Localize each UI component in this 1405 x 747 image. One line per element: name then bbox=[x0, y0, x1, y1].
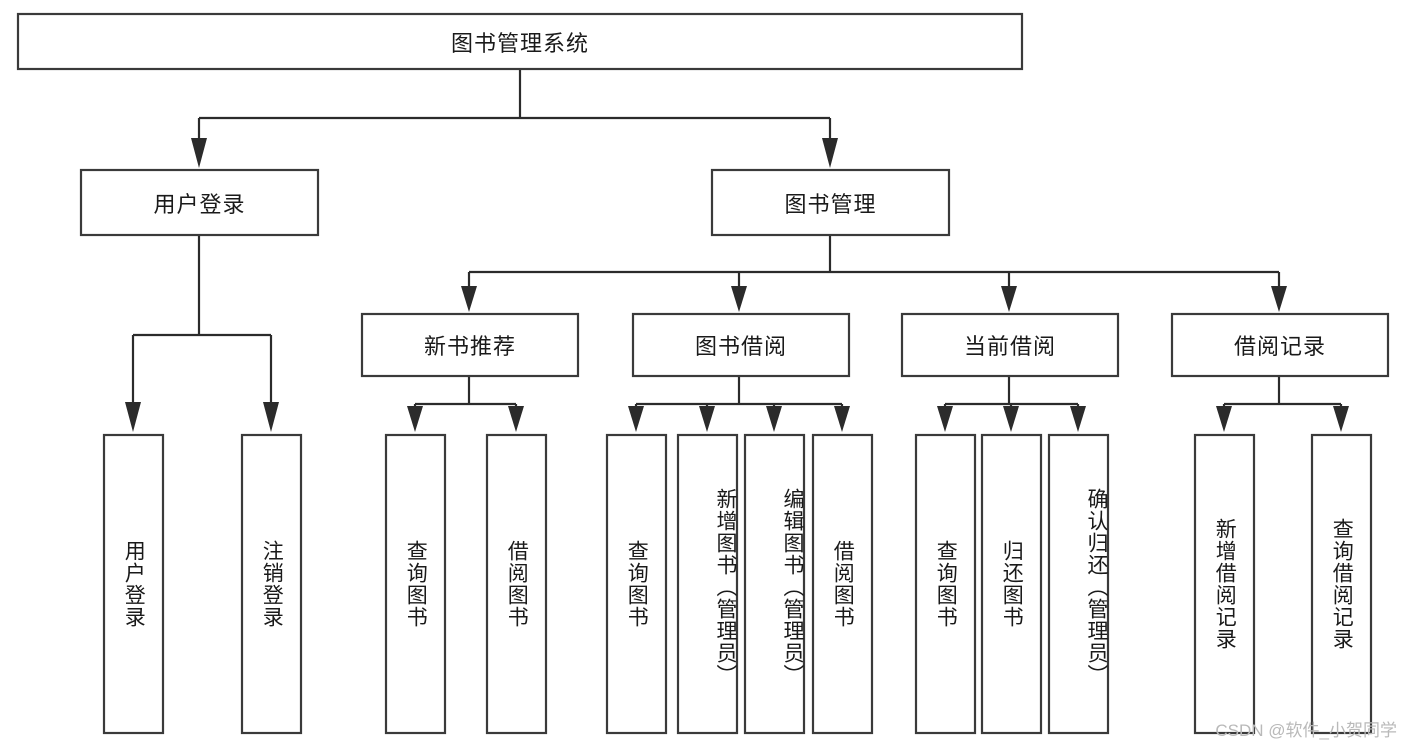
node-leaf-add-record-box[interactable] bbox=[1193, 433, 1256, 735]
node-new-book-rec-box[interactable] bbox=[360, 312, 580, 378]
arrow-userlogin-child-2 bbox=[263, 402, 279, 432]
node-leaf-borrow-book-1-box[interactable] bbox=[485, 433, 548, 735]
arrow-userlogin-child-1 bbox=[125, 402, 141, 432]
connector-group-book-borrow bbox=[628, 376, 850, 432]
node-user-login-box[interactable] bbox=[79, 168, 320, 237]
node-leaf-query-record-box[interactable] bbox=[1310, 433, 1373, 735]
arrow-borrowrecord-child-2 bbox=[1333, 406, 1349, 432]
node-leaf-logout-box[interactable] bbox=[240, 433, 303, 735]
arrow-bookborrow-child-2 bbox=[699, 406, 715, 432]
arrow-currentborrow-child-3 bbox=[1070, 406, 1086, 432]
connector-group-current-borrow bbox=[937, 376, 1086, 432]
arrow-bookmanage-child-3 bbox=[1001, 286, 1017, 312]
node-leaf-borrow-book-2-box[interactable] bbox=[811, 433, 874, 735]
node-leaf-edit-book-admin-box[interactable] bbox=[743, 433, 806, 735]
arrow-bookborrow-child-3 bbox=[766, 406, 782, 432]
node-leaf-user-login-box[interactable] bbox=[102, 433, 165, 735]
arrow-to-userlogin bbox=[191, 138, 207, 168]
arrow-borrowrecord-child-1 bbox=[1216, 406, 1232, 432]
connector-group-user-login bbox=[125, 235, 279, 432]
connector-group-root bbox=[191, 69, 838, 168]
node-leaf-add-book-admin-box[interactable] bbox=[676, 433, 739, 735]
connector-group-new-book-rec bbox=[407, 376, 524, 432]
arrow-bookmanage-child-2 bbox=[731, 286, 747, 312]
node-root-box[interactable] bbox=[16, 12, 1024, 71]
node-current-borrow-box[interactable] bbox=[900, 312, 1120, 378]
node-leaf-return-book-box[interactable] bbox=[980, 433, 1043, 735]
node-leaf-confirm-return-admin-box[interactable] bbox=[1047, 433, 1110, 735]
arrow-currentborrow-child-2 bbox=[1003, 406, 1019, 432]
node-book-manage-box[interactable] bbox=[710, 168, 951, 237]
connector-group-borrow-record bbox=[1216, 376, 1349, 432]
arrow-bookborrow-child-1 bbox=[628, 406, 644, 432]
node-leaf-query-book-1-box[interactable] bbox=[384, 433, 447, 735]
node-leaf-query-book-3-box[interactable] bbox=[914, 433, 977, 735]
node-leaf-query-book-2-box[interactable] bbox=[605, 433, 668, 735]
connector-group-book-manage bbox=[461, 235, 1287, 312]
node-borrow-record-box[interactable] bbox=[1170, 312, 1390, 378]
arrow-newbook-child-1 bbox=[407, 406, 423, 432]
arrow-bookmanage-child-4 bbox=[1271, 286, 1287, 312]
node-book-borrow-box[interactable] bbox=[631, 312, 851, 378]
arrow-currentborrow-child-1 bbox=[937, 406, 953, 432]
arrow-bookmanage-child-1 bbox=[461, 286, 477, 312]
arrow-bookborrow-child-4 bbox=[834, 406, 850, 432]
arrow-to-bookmanage bbox=[822, 138, 838, 168]
arrow-newbook-child-2 bbox=[508, 406, 524, 432]
